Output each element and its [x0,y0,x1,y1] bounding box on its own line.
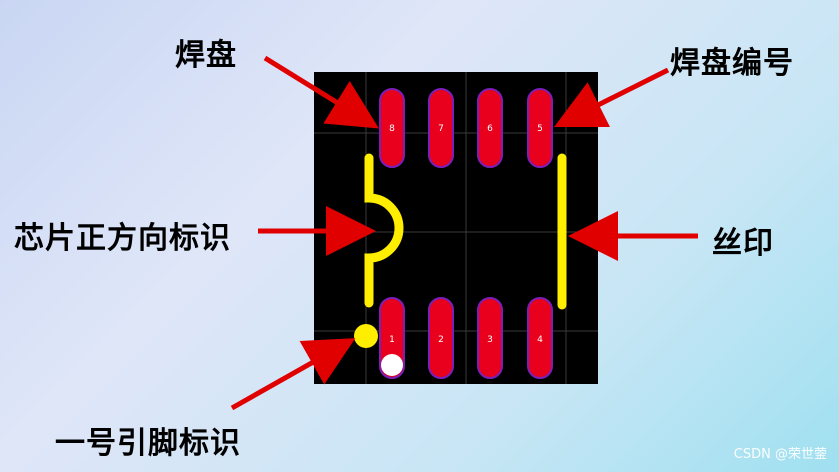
pad-number-7: 7 [438,124,444,134]
pad-7 [428,88,454,168]
arrow-pad-number [554,67,670,127]
pad-number-5: 5 [537,124,543,134]
pin1-pad-dot [381,354,403,376]
pad-5 [527,88,553,168]
pad-number-6: 6 [487,124,493,134]
pad-3 [477,297,503,379]
pad-6 [477,88,503,168]
pad-number-4: 4 [537,335,543,345]
pad-number-3: 3 [487,335,493,345]
label-pad-number: 焊盘编号 [670,46,794,81]
arrow-pad [263,55,380,129]
pin1-silkscreen-dot [354,324,378,348]
arrow-pin1 [230,338,356,411]
top-pad-row: 8 7 6 5 [379,88,553,168]
callout-arrows [230,55,698,411]
label-orientation-mark: 芯片正方向标识 [14,221,231,256]
pad-number-2: 2 [438,335,444,345]
label-silkscreen: 丝印 [712,226,774,261]
label-pad: 焊盘 [175,38,237,73]
silkscreen-outline [364,153,567,310]
pad-2 [428,297,454,379]
pad-4 [527,297,553,379]
pad-number-8: 8 [389,124,395,134]
pad-8 [379,88,405,168]
bottom-pad-row: 1 2 3 4 [379,297,553,379]
silkscreen-left-notch [364,153,404,308]
pad-number-1: 1 [389,335,395,345]
label-pin1-mark: 一号引脚标识 [55,426,241,461]
watermark: CSDN @荣世蓥 [733,447,827,462]
